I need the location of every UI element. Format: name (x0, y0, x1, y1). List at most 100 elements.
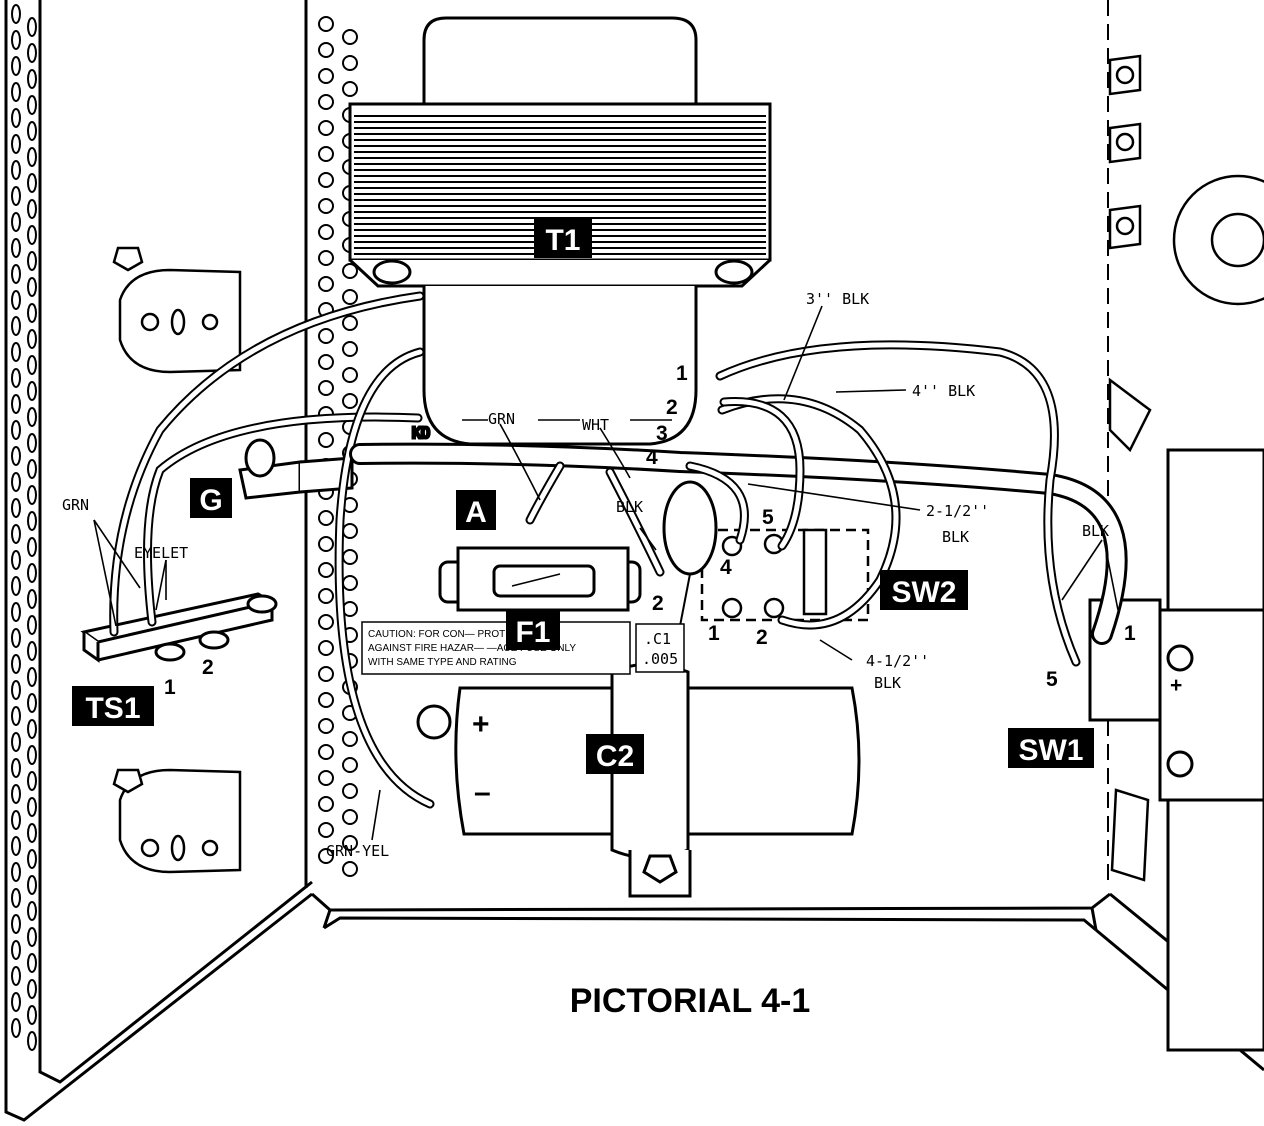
panel-hole (318, 432, 334, 448)
panel-hole (342, 393, 358, 409)
transformer-t1: KO (348, 16, 772, 446)
badge-sw2-text: SW2 (891, 576, 956, 609)
label-grn-yel: GRN-YEL (326, 842, 389, 860)
capacitor-c2 (416, 662, 861, 898)
wall-hole (11, 550, 21, 570)
caution-label: CAUTION: FOR CON— PROTECTION AGAINST FIR… (361, 621, 631, 675)
wall-hole (11, 160, 21, 180)
wall-hole (11, 810, 21, 830)
fuse-holder-f1 (438, 546, 642, 612)
wall-hole (11, 238, 21, 258)
badge-ts1-text: TS1 (85, 692, 140, 725)
badge-c2: C2 (586, 734, 644, 774)
panel-hole (318, 224, 334, 240)
label-blk-near-a: BLK (616, 498, 643, 516)
wall-hole (11, 368, 21, 388)
f1-terminal-2: 2 (652, 592, 664, 615)
panel-hole (342, 55, 358, 71)
sw1-terminal-1: 1 (1124, 622, 1136, 645)
wall-hole (11, 212, 21, 232)
wall-hole (27, 511, 37, 531)
panel-hole (318, 94, 334, 110)
panel-hole (318, 718, 334, 734)
panel-hole (318, 276, 334, 292)
wall-hole (11, 264, 21, 284)
panel-hole (342, 861, 358, 877)
sw2-terminal-4: 4 (720, 556, 732, 579)
leader-lines (93, 305, 1119, 841)
wall-hole (27, 771, 37, 791)
wall-hole (27, 589, 37, 609)
wall-hole (11, 342, 21, 362)
wall-hole (27, 797, 37, 817)
wall-hole (11, 784, 21, 804)
wall-hole (27, 381, 37, 401)
label-4-5in-blk: BLK (874, 674, 901, 692)
panel-hole (318, 354, 334, 370)
wall-hole (27, 615, 37, 635)
panel-hole (342, 341, 358, 357)
wall-hole (27, 641, 37, 661)
wall-hole (27, 43, 37, 63)
c2-minus: – (474, 776, 491, 809)
wall-hole (27, 953, 37, 973)
sw1-terminal-5: 5 (1046, 668, 1058, 691)
panel-hole (318, 692, 334, 708)
wall-hole (11, 82, 21, 102)
t1-terminal-3: 3 (656, 422, 668, 445)
label-3in-blk: 3'' BLK (806, 290, 869, 308)
panel-hole (318, 640, 334, 656)
label-4-5in: 4-1/2'' (866, 652, 929, 670)
wall-hole (11, 628, 21, 648)
wall-hole (27, 199, 37, 219)
wall-hole (27, 303, 37, 323)
wall-hole (11, 836, 21, 856)
panel-hole (342, 757, 358, 773)
wall-hole (11, 576, 21, 596)
sw2-terminal-2: 2 (756, 626, 768, 649)
panel-hole (318, 536, 334, 552)
label-wht: WHT (582, 416, 609, 434)
wall-hole (27, 849, 37, 869)
panel-hole (318, 380, 334, 396)
panel-hole (318, 68, 334, 84)
wall-hole (11, 108, 21, 128)
wall-hole (11, 602, 21, 622)
wall-hole (27, 927, 37, 947)
panel-hole (318, 198, 334, 214)
wall-hole (27, 1005, 37, 1025)
wall-hole (27, 719, 37, 739)
sw2-terminal-1: 1 (708, 622, 720, 645)
badge-t1-text: T1 (545, 224, 580, 257)
panel-hole (342, 263, 358, 279)
wall-hole (11, 654, 21, 674)
caution-line-2: AGAINST FIRE HAZAR— —ACE FUSE ONLY (368, 643, 576, 654)
sw2-terminal-5: 5 (762, 506, 774, 529)
badge-sw1: SW1 (1008, 728, 1094, 768)
panel-hole (342, 367, 358, 383)
panel-hole (318, 796, 334, 812)
wall-hole (27, 485, 37, 505)
wall-hole (11, 940, 21, 960)
chassis (4, 0, 1264, 1122)
wall-hole (27, 459, 37, 479)
wall-hole (11, 992, 21, 1012)
caution-line-3: WITH SAME TYPE AND RATING (368, 657, 517, 668)
badge-g-text: G (199, 484, 222, 517)
wall-hole (11, 1018, 21, 1038)
badge-g: G (190, 478, 232, 518)
panel-hole (318, 42, 334, 58)
badge-sw1-text: SW1 (1018, 734, 1083, 767)
c1-name: .C1 (644, 630, 671, 648)
wall-hole (11, 888, 21, 908)
wall-hole (11, 706, 21, 726)
wall-hole (11, 446, 21, 466)
panel-hole (342, 809, 358, 825)
wall-hole (27, 95, 37, 115)
badge-sw2: SW2 (880, 570, 968, 610)
panel-hole (318, 562, 334, 578)
badge-a: A (456, 490, 496, 530)
wall-hole (11, 914, 21, 934)
wall-hole (11, 680, 21, 700)
